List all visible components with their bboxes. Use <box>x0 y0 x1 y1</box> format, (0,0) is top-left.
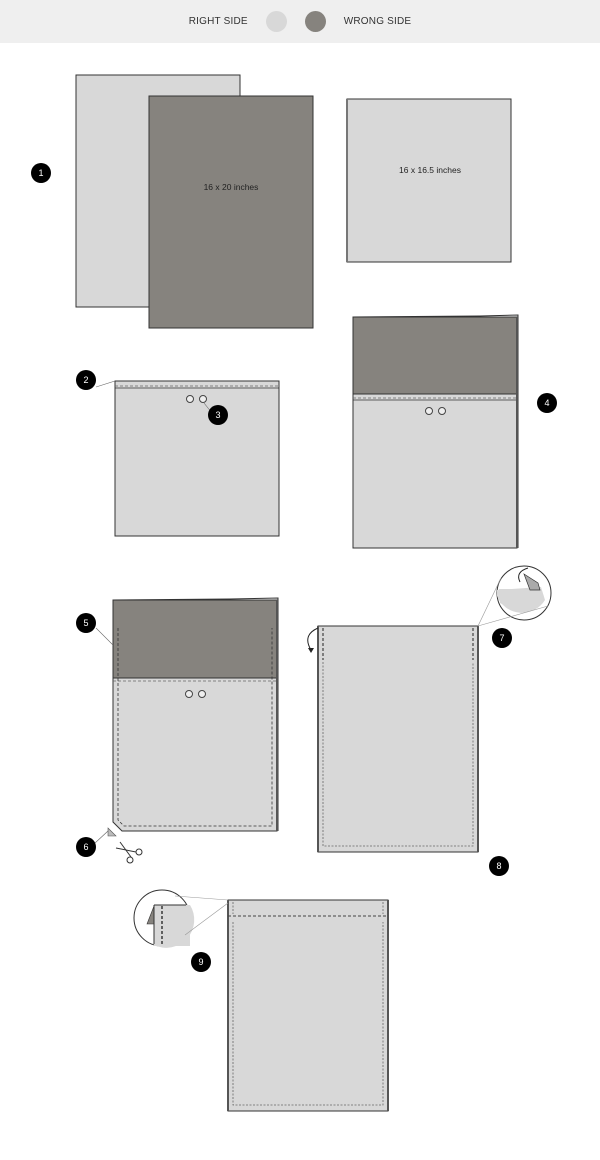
step-badge-4 <box>537 393 557 413</box>
right-side-swatch <box>265 11 287 32</box>
svg-text:5: 5 <box>83 618 88 628</box>
large-panel-dimension: 16 x 20 inches <box>204 182 259 192</box>
svg-text:8: 8 <box>496 861 501 871</box>
small-panel-dimension: 16 x 16.5 inches <box>399 165 461 175</box>
legend-right-side-label: RIGHT SIDE <box>188 16 248 27</box>
corner-trim-piece <box>107 827 117 837</box>
svg-text:4: 4 <box>544 398 549 408</box>
step-badge-1 <box>31 163 51 183</box>
svg-text:9: 9 <box>198 957 203 967</box>
step-badge-3 <box>208 405 228 425</box>
step-badge-8 <box>489 856 509 876</box>
wrong-side-swatch <box>304 11 326 32</box>
step-badge-2 <box>76 370 96 390</box>
step-badge-9 <box>191 952 211 972</box>
fabric-right-side-small <box>346 98 512 263</box>
legend-wrong-side-label: WRONG SIDE <box>343 16 412 27</box>
svg-text:2: 2 <box>83 375 88 385</box>
step-badge-5 <box>76 613 96 633</box>
step-1-group: 16 x 20 inches 16 x 16.5 inches 1 <box>31 74 512 329</box>
fabric-wrong-side-large <box>148 95 314 329</box>
fold-arrow-icon <box>307 627 319 651</box>
step-5-6-group: 5 6 <box>76 597 279 864</box>
step-7-8-group: 7 8 <box>307 565 552 876</box>
svg-text:6: 6 <box>83 842 88 852</box>
step-number-1: 1 <box>38 168 43 178</box>
svg-text:7: 7 <box>499 633 504 643</box>
step-9-group: 9 <box>133 889 389 1112</box>
svg-text:3: 3 <box>215 410 220 420</box>
step-2-3-group: 2 3 <box>76 370 280 537</box>
step-badge-6 <box>76 837 96 857</box>
hemmed-panel <box>114 380 280 537</box>
scissors-icon <box>115 841 143 864</box>
sewing-instructions-diagram: 16 x 20 inches 16 x 16.5 inches 1 2 3 4 <box>31 74 557 1112</box>
step-4-group: 4 <box>352 314 557 549</box>
eyelet-left <box>186 395 194 403</box>
eyelet-right <box>199 395 207 403</box>
step-badge-7 <box>492 628 512 648</box>
legend-bar: RIGHT SIDE WRONG SIDE <box>0 0 600 43</box>
